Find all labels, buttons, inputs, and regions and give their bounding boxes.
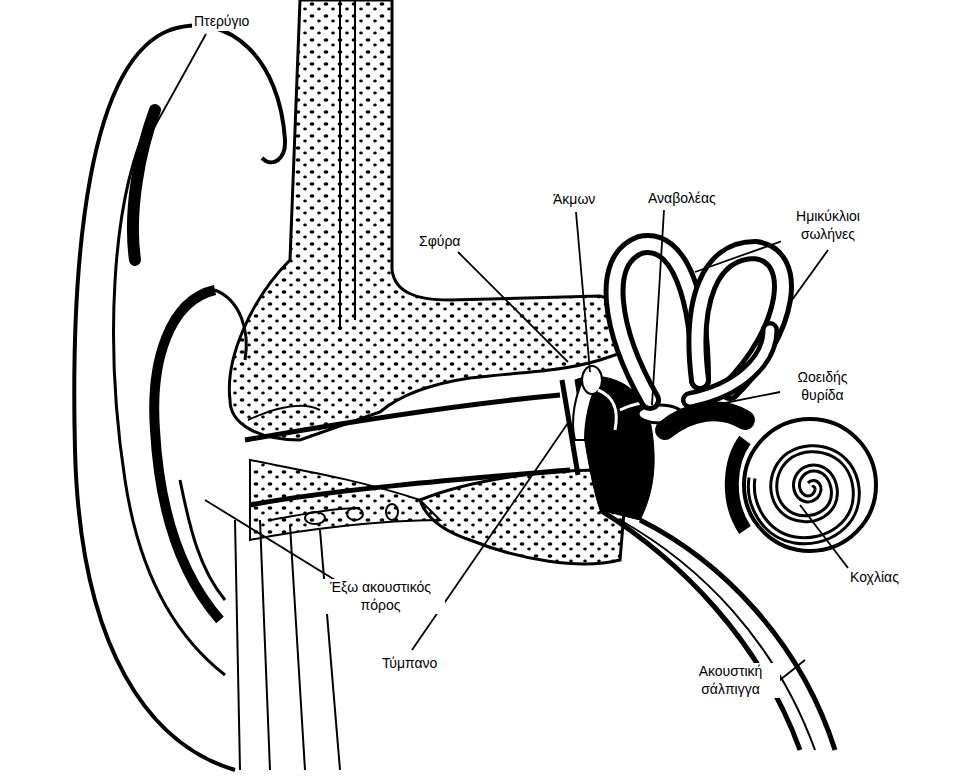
leader-line: [800, 505, 848, 568]
leader-line: [205, 500, 335, 580]
part-label: Τύμπανο: [380, 655, 439, 673]
leader-line: [150, 34, 206, 135]
leader-lines: [150, 34, 848, 688]
ear-canal: [245, 395, 570, 524]
part-label: Κοχλίας: [848, 569, 901, 587]
part-label: Σφύρα: [417, 233, 462, 251]
eustachian-tube: [600, 510, 835, 750]
leader-line: [412, 420, 570, 650]
part-label: Πτερύγιο: [192, 13, 251, 31]
cochlea: [732, 419, 876, 551]
part-label: Άκμων: [551, 191, 597, 209]
leader-line: [680, 392, 780, 412]
part-label: Αναβολέας: [646, 190, 718, 208]
part-label: Έξω ακουστικός πόρος: [316, 579, 445, 614]
pinna: [74, 26, 340, 770]
leader-line: [792, 250, 828, 300]
part-label: Ημικύκλιοι σωλήνες: [781, 208, 875, 243]
leader-line: [576, 212, 590, 372]
leader-line: [695, 240, 785, 272]
semicircular-canals: [615, 244, 783, 430]
leader-line: [458, 252, 568, 362]
part-label: Ωοειδής θυρίδα: [783, 369, 862, 404]
leader-line: [652, 210, 664, 405]
part-label: Ακουστική σάλπιγγα: [681, 663, 780, 698]
middle-ear: [562, 366, 682, 520]
temporal-bone: [229, 0, 630, 564]
